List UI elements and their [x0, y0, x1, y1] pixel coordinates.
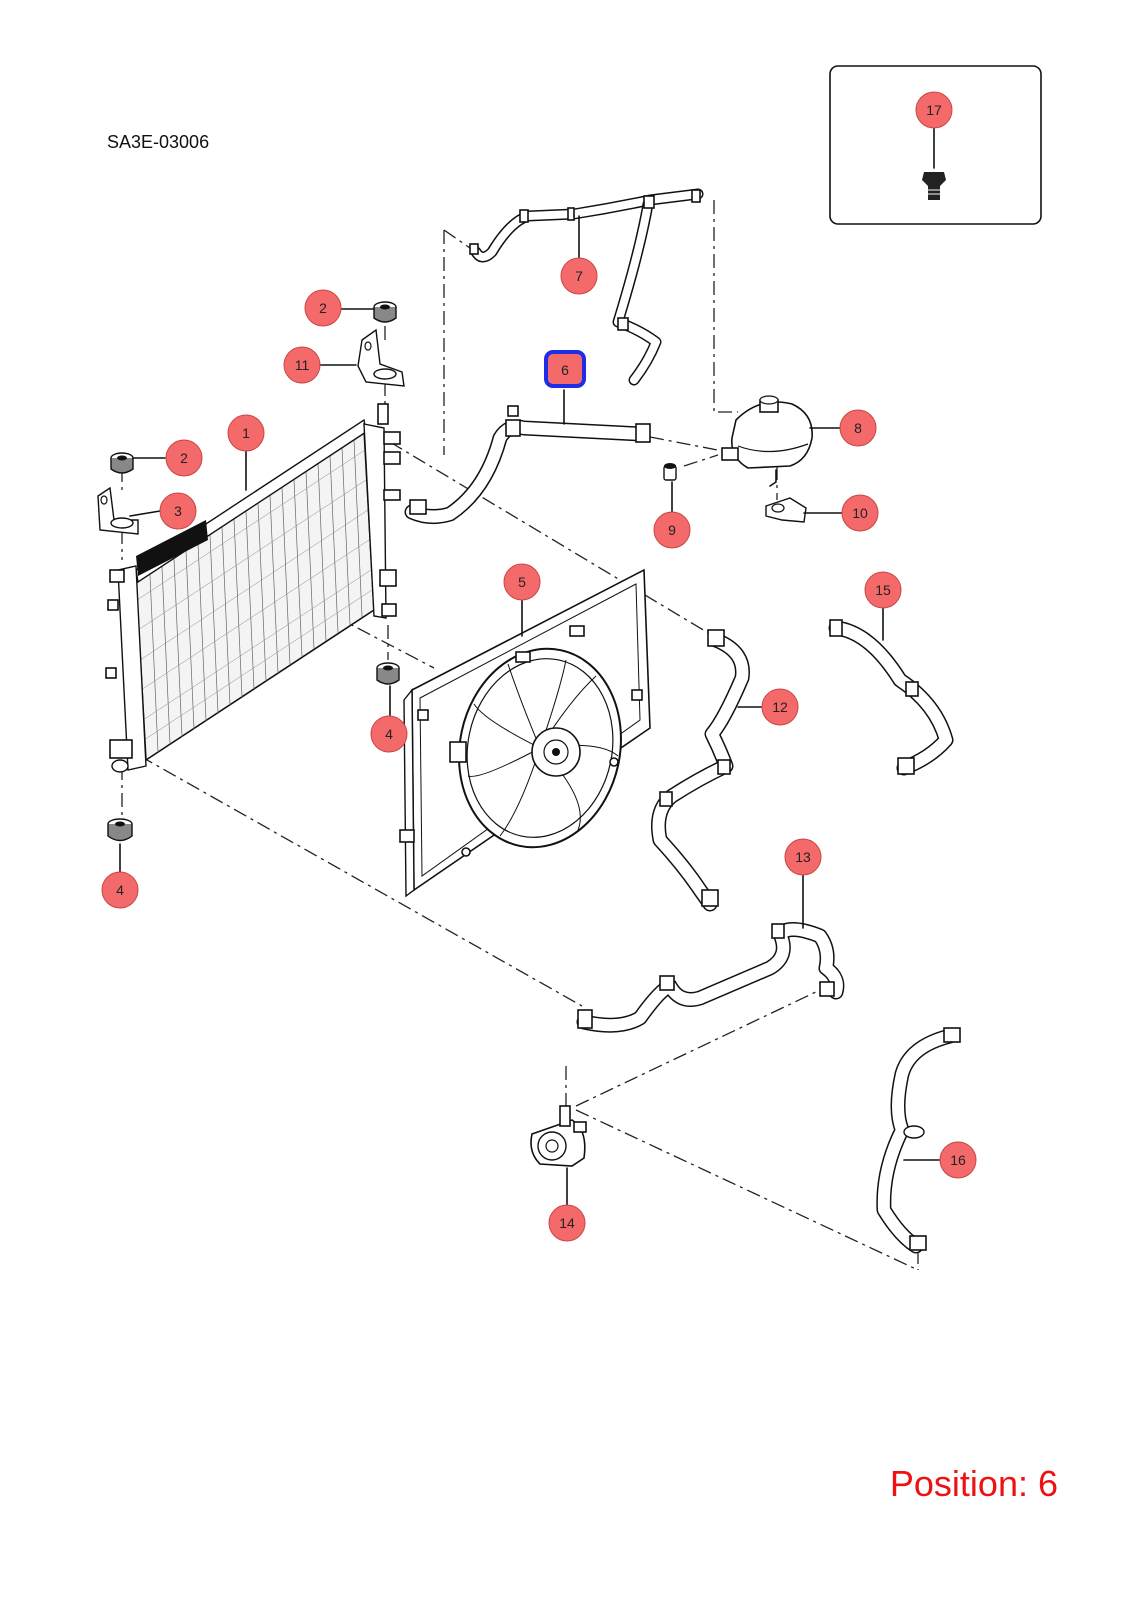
bracket-part-11 [357, 328, 405, 387]
callout-2b[interactable]: 2 [165, 439, 203, 477]
callout-2a[interactable]: 2 [304, 289, 342, 327]
svg-text:10: 10 [852, 505, 868, 521]
callout-7[interactable]: 7 [560, 257, 598, 295]
svg-text:4: 4 [385, 726, 393, 742]
pump-part-14 [530, 1105, 587, 1167]
svg-text:9: 9 [668, 522, 676, 538]
callout-11[interactable]: 11 [283, 346, 321, 384]
svg-text:5: 5 [518, 574, 526, 590]
callout-9[interactable]: 9 [653, 511, 691, 549]
callout-4b[interactable]: 4 [101, 871, 139, 909]
svg-text:1: 1 [242, 425, 250, 441]
bolt-part-17 [922, 172, 946, 200]
bracket-part-3 [97, 486, 139, 535]
svg-text:8: 8 [854, 420, 862, 436]
callout-5[interactable]: 5 [503, 563, 541, 601]
callouts: 1 2 2 3 4 4 5 6 [101, 91, 977, 1242]
cap-part-9 [663, 463, 677, 481]
svg-text:2: 2 [180, 450, 188, 466]
callout-13[interactable]: 13 [784, 838, 822, 876]
svg-text:12: 12 [772, 699, 788, 715]
fan-shroud-part-5 [399, 568, 651, 898]
leader-lines [119, 127, 941, 1206]
radiator-part-1 [105, 403, 401, 773]
callout-8[interactable]: 8 [839, 409, 877, 447]
callout-3[interactable]: 3 [159, 492, 197, 530]
svg-text:15: 15 [875, 582, 891, 598]
callout-17[interactable]: 17 [915, 91, 953, 129]
callout-1[interactable]: 1 [227, 414, 265, 452]
svg-text:4: 4 [116, 882, 124, 898]
hose-part-7 [469, 188, 704, 386]
mount-part-2-top [373, 301, 397, 323]
inset-box [829, 65, 1042, 225]
svg-text:3: 3 [174, 503, 182, 519]
callout-10[interactable]: 10 [841, 494, 879, 532]
position-label: Position: 6 [889, 1463, 1058, 1504]
svg-text:16: 16 [950, 1152, 966, 1168]
svg-text:13: 13 [795, 849, 811, 865]
svg-text:17: 17 [926, 102, 942, 118]
callout-16[interactable]: 16 [939, 1141, 977, 1179]
assembly-lines [121, 200, 919, 1271]
mount-part-2-left [110, 452, 134, 474]
reservoir-part-8 [721, 395, 813, 487]
hose-part-16 [876, 1027, 961, 1254]
svg-text:7: 7 [575, 268, 583, 284]
hose-part-15 [828, 619, 954, 776]
bracket-part-10 [765, 497, 807, 523]
mount-part-4-right [376, 662, 400, 685]
callout-4a[interactable]: 4 [370, 715, 408, 753]
svg-text:14: 14 [559, 1215, 575, 1231]
callout-14[interactable]: 14 [548, 1204, 586, 1242]
hose-part-13 [576, 922, 845, 1033]
callout-15[interactable]: 15 [864, 571, 902, 609]
mount-part-4-left [107, 818, 133, 842]
svg-text:2: 2 [319, 300, 327, 316]
diagram-code: SA3E-03006 [107, 132, 210, 152]
hose-part-6 [404, 405, 651, 525]
svg-text:11: 11 [295, 357, 310, 373]
hose-part-12 [651, 629, 750, 912]
svg-text:6: 6 [561, 362, 569, 378]
callout-12[interactable]: 12 [761, 688, 799, 726]
callout-6[interactable]: 6 [544, 350, 586, 388]
